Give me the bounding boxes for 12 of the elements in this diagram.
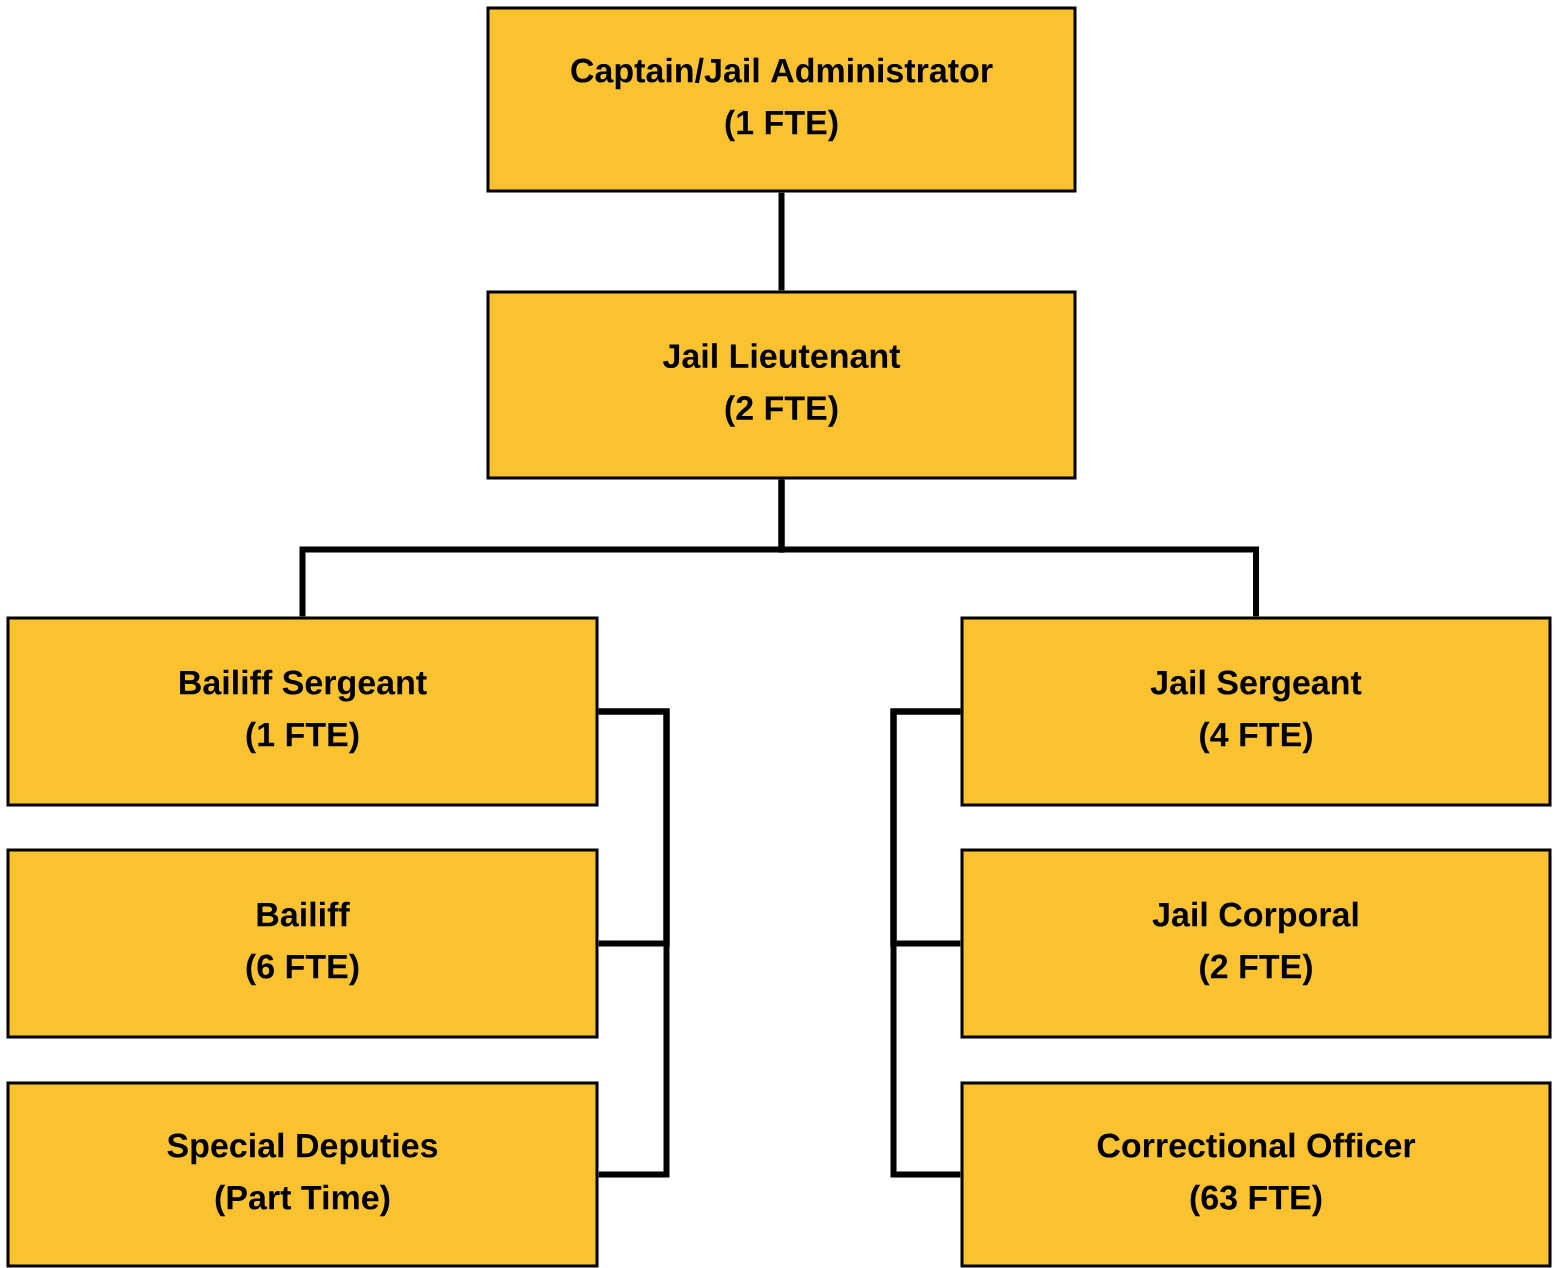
org-box: Special Deputies (Part Time)	[6, 1081, 599, 1268]
org-box: Jail Lieutenant (2 FTE)	[486, 290, 1077, 480]
org-box: Jail Sergeant (4 FTE)	[960, 616, 1552, 807]
connector-line	[778, 479, 1259, 617]
org-box: Bailiff (6 FTE)	[6, 848, 599, 1039]
org-box: Bailiff Sergeant (1 FTE)	[6, 616, 599, 807]
connector-line	[890, 708, 961, 1178]
org-box: Captain/Jail Administrator (1 FTE)	[486, 6, 1077, 193]
org-box: Jail Corporal (2 FTE)	[960, 848, 1552, 1039]
connector-line	[778, 192, 785, 291]
connector-line	[598, 708, 670, 1178]
org-box: Correctional Officer (63 FTE)	[960, 1081, 1552, 1268]
